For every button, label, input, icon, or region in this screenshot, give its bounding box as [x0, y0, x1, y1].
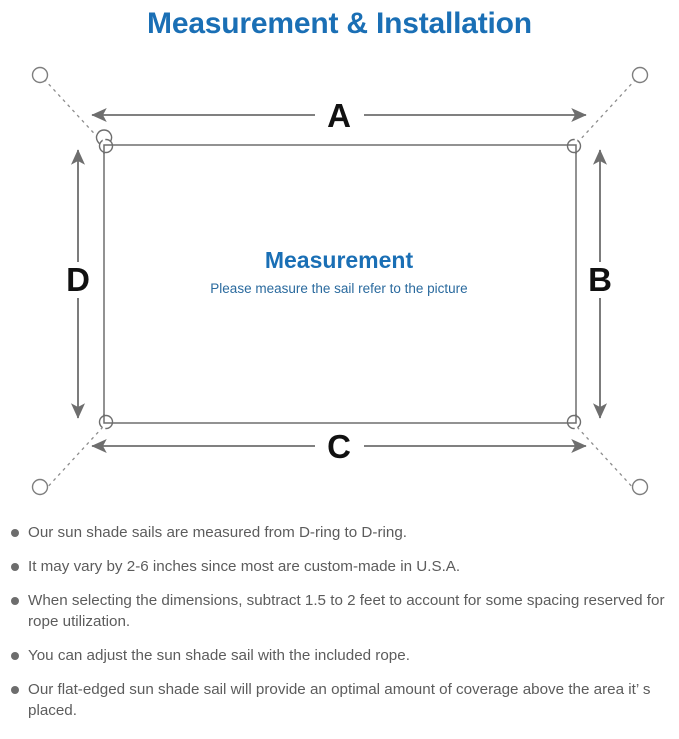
rope-top-right: [577, 78, 637, 143]
note-item: It may vary by 2-6 inches since most are…: [0, 556, 679, 577]
bullet-icon: [11, 597, 19, 605]
d-ring-bottom-left-circle: [98, 414, 114, 430]
notes-list: Our sun shade sails are measured from D-…: [0, 522, 679, 721]
anchor-rings: [31, 66, 649, 496]
rope-top-left: [43, 78, 103, 143]
sail-panel: [103, 144, 577, 424]
rope-lines: [43, 78, 637, 492]
d-ring-bottom-right-circle: [566, 414, 582, 430]
dimension-label-c: C: [327, 428, 351, 465]
note-item: You can adjust the sun shade sail with t…: [0, 645, 679, 666]
anchor-ring-bottom-right: [631, 478, 649, 496]
rope-bottom-left: [43, 427, 103, 492]
dimension-label-a: A: [327, 97, 351, 134]
note-text: Our sun shade sails are measured from D-…: [28, 524, 407, 541]
anchor-ring-top-left: [31, 66, 49, 84]
note-text: It may vary by 2-6 inches since most are…: [28, 558, 461, 575]
note-text: Our flat-edged sun shade sail will provi…: [28, 681, 651, 719]
page-title: Measurement & Installation: [147, 7, 532, 40]
sail-corner-restore: [103, 144, 577, 424]
bullet-icon: [11, 563, 19, 571]
dimension-label-b: B: [588, 261, 612, 298]
sail-center-title: Measurement: [265, 247, 414, 273]
rope-bottom-right: [577, 427, 637, 492]
diagram-container: A C D B: [0, 50, 679, 515]
dimension-label-d: D: [66, 261, 90, 298]
sail-diagram-svg: A C D B: [31, 66, 649, 496]
note-item: When selecting the dimensions, subtract …: [0, 590, 679, 632]
anchor-ring-top-right: [631, 66, 649, 84]
bullet-icon: [11, 652, 19, 660]
bullet-icon: [11, 529, 19, 537]
sail-center-subtitle: Please measure the sail refer to the pic…: [210, 281, 467, 296]
anchor-ring-bottom-left: [31, 478, 49, 496]
note-text: You can adjust the sun shade sail with t…: [28, 647, 410, 664]
d-ring-masks: [102, 138, 578, 430]
note-item: Our sun shade sails are measured from D-…: [0, 522, 679, 543]
d-ring-top-right-circle: [566, 138, 582, 154]
note-text: When selecting the dimensions, subtract …: [28, 592, 665, 630]
bullet-icon: [11, 686, 19, 694]
note-item: Our flat-edged sun shade sail will provi…: [0, 679, 679, 721]
d-ring-top-left-circle: [98, 138, 114, 154]
